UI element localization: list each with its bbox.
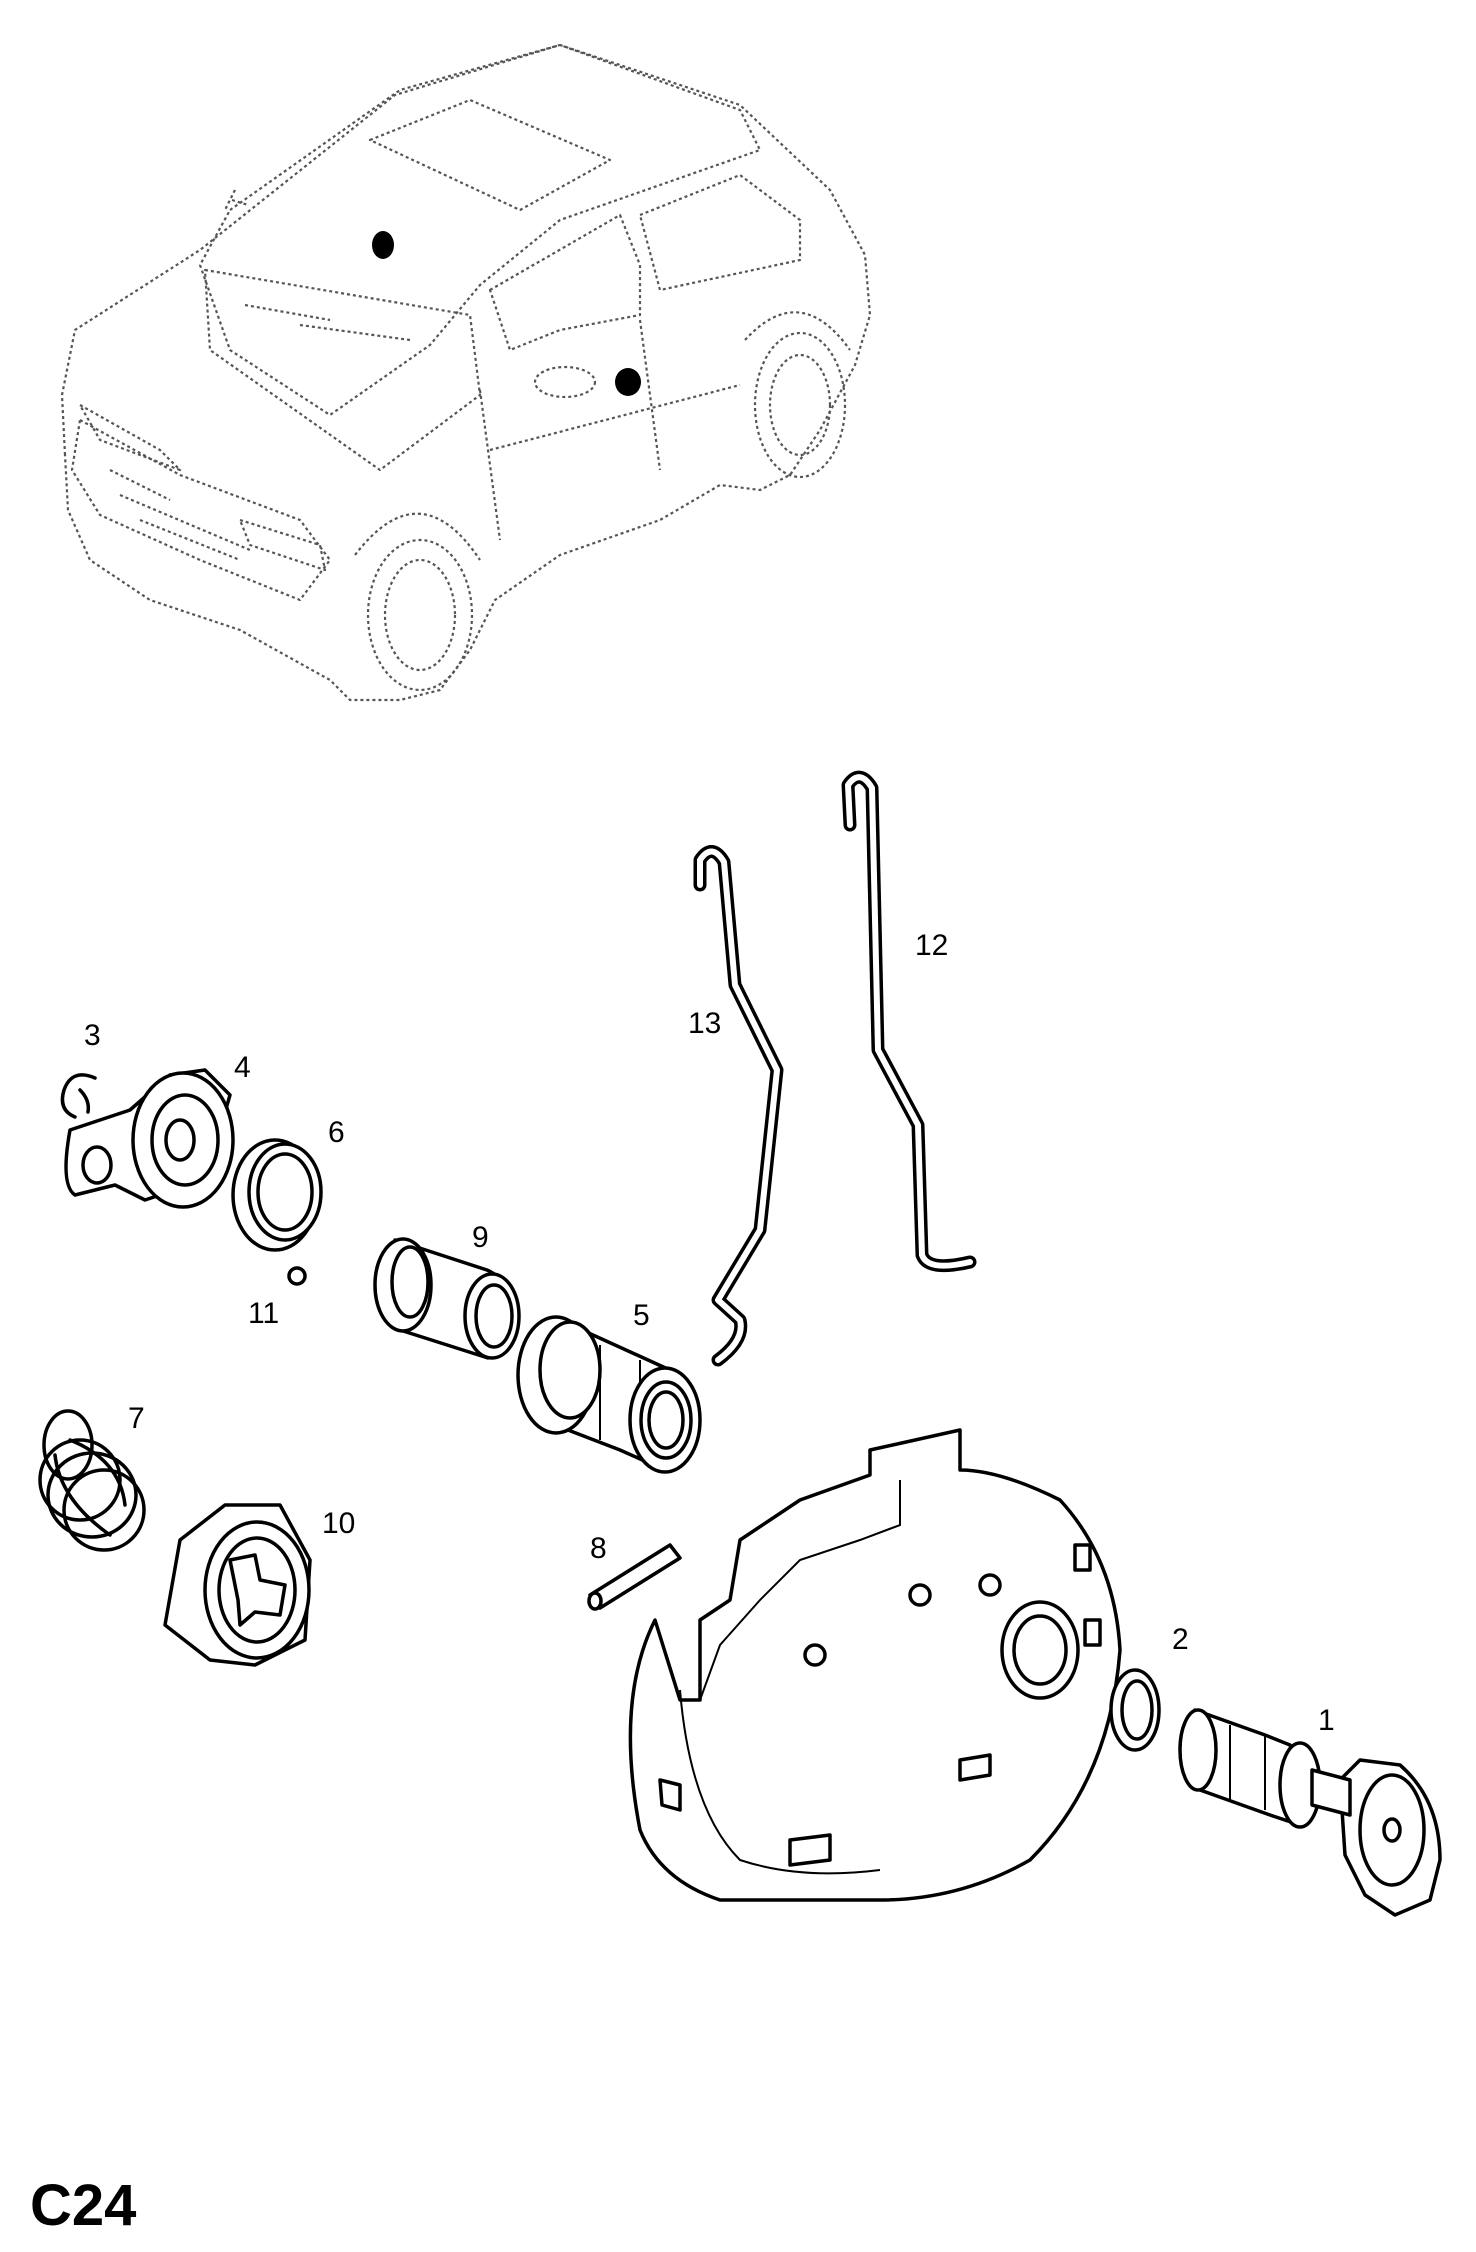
part-10-cap xyxy=(163,1503,312,1667)
callout-3: 3 xyxy=(84,1019,101,1052)
part-12-long-rod xyxy=(841,770,977,1273)
callout-5: 5 xyxy=(633,1299,650,1332)
part-7-coil-spring xyxy=(38,1409,146,1552)
door-lock-location-marker xyxy=(615,368,641,396)
callout-9: 9 xyxy=(472,1221,489,1254)
page-code-label: C24 xyxy=(30,2173,136,2238)
part-4-lock-housing xyxy=(64,1068,235,1209)
part-9-sleeve-tube xyxy=(373,1237,521,1360)
part-8-pin xyxy=(587,1543,682,1611)
part-13-short-rod xyxy=(693,845,784,1367)
part-1-key-and-barrel xyxy=(1178,1708,1442,1917)
part-5-lock-cylinder xyxy=(516,1315,702,1474)
callout-8: 8 xyxy=(590,1532,607,1565)
callout-13: 13 xyxy=(688,1007,721,1040)
part-11-ball xyxy=(287,1266,307,1286)
part-6-sleeve-ring xyxy=(231,1138,323,1252)
callout-1: 1 xyxy=(1318,1704,1335,1737)
vehicle-overview-illustration xyxy=(60,43,872,702)
callout-7: 7 xyxy=(128,1402,145,1435)
callout-6: 6 xyxy=(328,1116,345,1149)
callout-4: 4 xyxy=(234,1051,251,1084)
part-2-o-ring xyxy=(1109,1668,1161,1752)
callout-10: 10 xyxy=(322,1507,355,1540)
callout-11: 11 xyxy=(248,1297,279,1330)
door-handle-housing xyxy=(628,1428,1122,1902)
callout-2: 2 xyxy=(1172,1623,1189,1656)
roof-lock-location-marker xyxy=(372,231,394,259)
callout-12: 12 xyxy=(915,929,948,962)
part-3-retaining-clip xyxy=(60,1073,97,1119)
